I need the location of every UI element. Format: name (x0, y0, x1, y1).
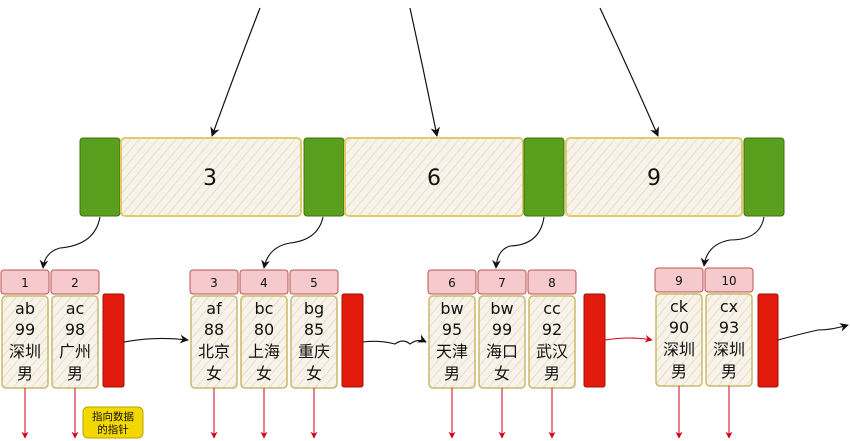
record-gender: 男 (444, 364, 460, 383)
incoming-arrow-3 (599, 7, 659, 137)
record-gender: 女 (306, 364, 322, 383)
record-index-box (427, 269, 477, 295)
node-key-box-2 (344, 137, 524, 217)
record-value: 88 (204, 320, 224, 339)
record-gender: 男 (17, 364, 33, 383)
record-city: 深圳 (9, 342, 41, 361)
record-code: af (206, 299, 222, 318)
record-gender: 女 (206, 364, 222, 383)
record-gender: 男 (67, 364, 83, 383)
record-index-box (477, 269, 527, 295)
record-gender: 女 (494, 364, 510, 383)
node-key-box-1 (120, 137, 302, 217)
child-arrows (39, 216, 765, 269)
child-arrow-2 (261, 216, 324, 269)
record-city: 深圳 (713, 340, 745, 359)
record-value: 95 (442, 320, 462, 339)
leaf-node-3: 6 bw 95 天津 男 7 bw 99 海口 女 8 cc 92 武汉 男 (427, 269, 606, 389)
sibling-link-1 (123, 334, 189, 344)
record-value: 93 (719, 318, 739, 337)
record-index-box (0, 269, 50, 295)
record-index-box (527, 269, 577, 295)
record-value: 99 (492, 320, 512, 339)
leaf-node-2: 3 af 88 北京 女 4 bc 80 上海 女 5 bg 85 重庆 女 (189, 269, 364, 389)
sibling-links (123, 323, 849, 345)
child-arrow-4 (700, 216, 765, 267)
record-index: 1 (21, 276, 29, 290)
next-leaf-pointer (583, 293, 606, 388)
record-code: cc (543, 299, 561, 318)
node-pointer-3 (523, 137, 565, 217)
record-city: 上海 (248, 342, 280, 361)
record-gender: 男 (544, 364, 560, 383)
leaf-node-1: 1 ab 99 深圳 男 2 ac 98 广州 男 (0, 269, 125, 389)
record-value: 90 (669, 318, 689, 337)
annotation-box (82, 406, 144, 439)
record-city: 海口 (486, 342, 518, 361)
child-arrow-1 (39, 216, 101, 269)
node-key-1: 3 (203, 166, 217, 191)
record-index-box (289, 269, 339, 295)
next-leaf-pointer (102, 293, 125, 388)
record-gender: 男 (671, 362, 687, 381)
record-code: ac (66, 299, 85, 318)
record-value: 80 (254, 320, 274, 339)
internal-node: 3 6 9 (79, 137, 785, 217)
leaf-node-4: 9 ck 90 深圳 男 10 cx 93 深圳 男 (654, 267, 779, 388)
record-gender: 女 (256, 364, 272, 383)
record-index: 10 (721, 274, 736, 288)
record-value: 92 (542, 320, 562, 339)
record-city: 天津 (436, 342, 468, 361)
record-city: 北京 (198, 342, 230, 361)
record-gender: 男 (721, 362, 737, 381)
record-value: 99 (15, 320, 35, 339)
record-code: bg (304, 299, 324, 318)
node-key-2: 6 (427, 166, 441, 191)
record-index: 6 (448, 276, 456, 290)
node-key-3: 9 (647, 166, 661, 191)
record-code: ab (15, 299, 35, 318)
record-index: 5 (310, 276, 318, 290)
node-pointer-1 (79, 137, 121, 217)
record-code: cx (720, 297, 738, 316)
record-index-box (704, 267, 754, 293)
record-index-box (654, 267, 704, 293)
record-index: 2 (71, 276, 79, 290)
record-index: 3 (210, 276, 218, 290)
incoming-arrow-2 (409, 7, 440, 137)
sibling-link-2 (362, 334, 427, 345)
node-pointer-4 (743, 137, 785, 217)
record-city: 重庆 (298, 342, 330, 361)
annotation-line-2: 的指针 (97, 423, 129, 436)
sibling-link-3 (604, 334, 653, 343)
incoming-arrow-1 (210, 7, 261, 137)
next-leaf-pointer (757, 293, 779, 388)
record-city: 武汉 (536, 342, 568, 361)
record-code: ck (670, 297, 689, 316)
record-code: bc (255, 299, 274, 318)
data-pointer-annotation: 指向数据 的指针 (82, 406, 144, 439)
record-index: 9 (675, 274, 683, 288)
sibling-link-4 (777, 323, 849, 341)
node-pointer-2 (303, 137, 345, 217)
record-index: 7 (498, 276, 506, 290)
record-index: 4 (260, 276, 268, 290)
child-arrow-3 (492, 216, 545, 269)
data-pointers (21, 386, 733, 439)
record-index-box (50, 269, 100, 295)
record-code: bw (490, 299, 513, 318)
record-city: 广州 (59, 342, 91, 361)
incoming-arrows (210, 7, 659, 137)
record-index-box (189, 269, 239, 295)
record-value: 85 (304, 320, 324, 339)
next-leaf-pointer (341, 293, 364, 388)
record-code: bw (440, 299, 463, 318)
record-city: 深圳 (663, 340, 695, 359)
record-value: 98 (65, 320, 85, 339)
record-index: 8 (548, 276, 556, 290)
node-key-box-3 (565, 137, 743, 217)
annotation-line-1: 指向数据 (92, 410, 134, 423)
record-index-box (239, 269, 289, 295)
